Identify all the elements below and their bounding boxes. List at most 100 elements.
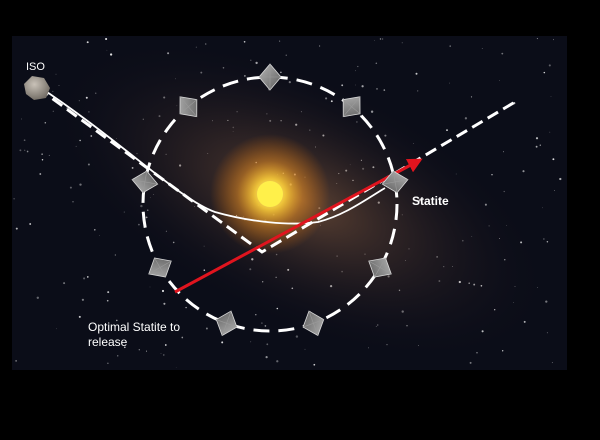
- star: [123, 346, 126, 349]
- star: [379, 38, 382, 40]
- star: [36, 296, 39, 299]
- star: [58, 85, 60, 86]
- star: [24, 149, 26, 151]
- star: [535, 137, 539, 140]
- solar-sail-icon: [215, 310, 238, 337]
- star: [476, 352, 478, 354]
- star: [491, 174, 493, 176]
- star: [44, 121, 47, 124]
- star: [376, 87, 378, 90]
- star: [117, 355, 119, 357]
- star: [23, 139, 26, 142]
- star: [41, 159, 44, 161]
- star: [319, 45, 321, 47]
- star: [470, 96, 473, 98]
- star: [499, 80, 500, 81]
- star: [503, 190, 505, 193]
- solar-sail-icon: [148, 257, 172, 278]
- star: [20, 118, 22, 120]
- star: [549, 131, 551, 133]
- star: [552, 158, 555, 161]
- star: [78, 315, 81, 318]
- star: [250, 341, 252, 343]
- star: [304, 348, 306, 350]
- star: [546, 332, 548, 334]
- star: [185, 306, 187, 309]
- star: [94, 229, 96, 231]
- star: [313, 363, 316, 366]
- star: [149, 286, 151, 288]
- star: [550, 96, 552, 98]
- star: [56, 328, 57, 330]
- star: [106, 299, 109, 302]
- star: [163, 302, 166, 305]
- star: [63, 282, 66, 285]
- star: [15, 360, 17, 362]
- star: [86, 41, 89, 44]
- star: [48, 154, 50, 156]
- star: [205, 327, 208, 330]
- solar-sail-icon: [131, 170, 159, 194]
- solar-sail-icon: [381, 170, 409, 194]
- star: [554, 190, 555, 191]
- release-vector-arrow: [174, 158, 423, 294]
- star: [105, 37, 108, 41]
- star: [542, 207, 544, 209]
- star: [543, 238, 545, 240]
- star: [15, 227, 18, 230]
- statite-group: [131, 63, 409, 337]
- star: [138, 349, 140, 351]
- iso-label: ISO: [26, 61, 45, 73]
- star: [107, 291, 110, 294]
- star: [449, 45, 451, 47]
- star: [144, 329, 147, 331]
- star: [69, 186, 72, 189]
- star: [383, 89, 386, 91]
- star: [374, 40, 375, 41]
- star: [401, 42, 403, 44]
- sun-icon: [257, 181, 283, 207]
- star: [19, 149, 22, 152]
- star: [502, 151, 505, 153]
- star: [29, 223, 32, 225]
- star: [99, 235, 100, 236]
- star: [83, 277, 86, 280]
- star: [559, 177, 562, 181]
- star: [551, 362, 553, 364]
- star: [145, 350, 148, 352]
- solar-sail-icon: [179, 96, 198, 118]
- star: [295, 335, 299, 338]
- star: [221, 341, 224, 344]
- star: [469, 361, 472, 364]
- star: [116, 319, 118, 322]
- star: [161, 289, 165, 293]
- star: [106, 49, 108, 51]
- star: [481, 47, 483, 49]
- star: [357, 65, 359, 68]
- statite-orbit: [141, 75, 399, 333]
- star: [160, 353, 162, 354]
- star: [417, 90, 419, 92]
- asteroid-icon: [24, 76, 50, 100]
- star: [279, 40, 281, 42]
- star: [264, 325, 267, 327]
- star: [449, 82, 451, 84]
- star: [285, 54, 287, 56]
- star: [382, 38, 384, 40]
- star: [553, 39, 554, 41]
- star: [79, 183, 82, 186]
- star: [546, 241, 549, 243]
- star: [72, 201, 74, 203]
- star: [243, 40, 246, 43]
- star: [39, 173, 42, 175]
- star: [86, 276, 89, 278]
- star: [464, 117, 468, 120]
- iso-deflected-trajectory: [37, 85, 386, 225]
- star: [375, 62, 378, 65]
- star: [41, 153, 43, 155]
- iso-dashed-trajectory: [37, 86, 516, 254]
- statite-label: Statite: [412, 194, 449, 208]
- star: [55, 73, 57, 75]
- star: [446, 129, 448, 132]
